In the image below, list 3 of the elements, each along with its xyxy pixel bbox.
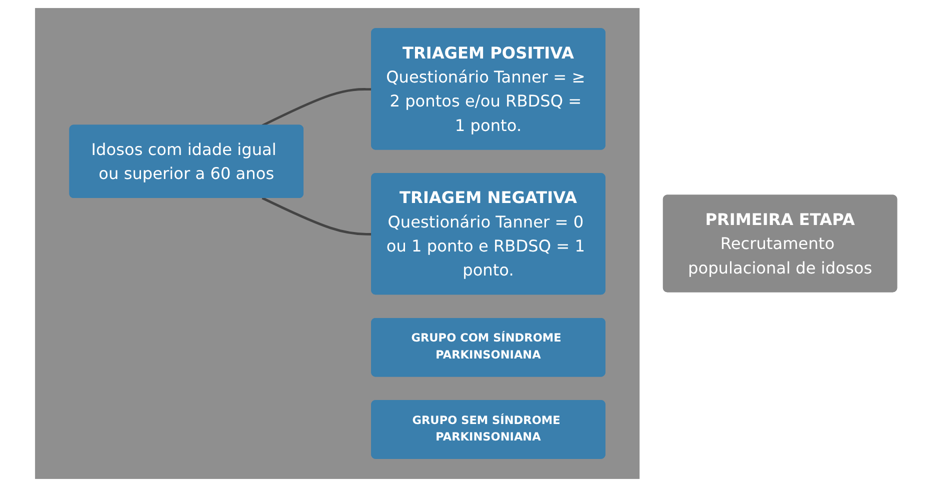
connector bbox=[262, 88, 372, 127]
cluster bbox=[34, 8, 640, 479]
connector bbox=[262, 196, 372, 236]
